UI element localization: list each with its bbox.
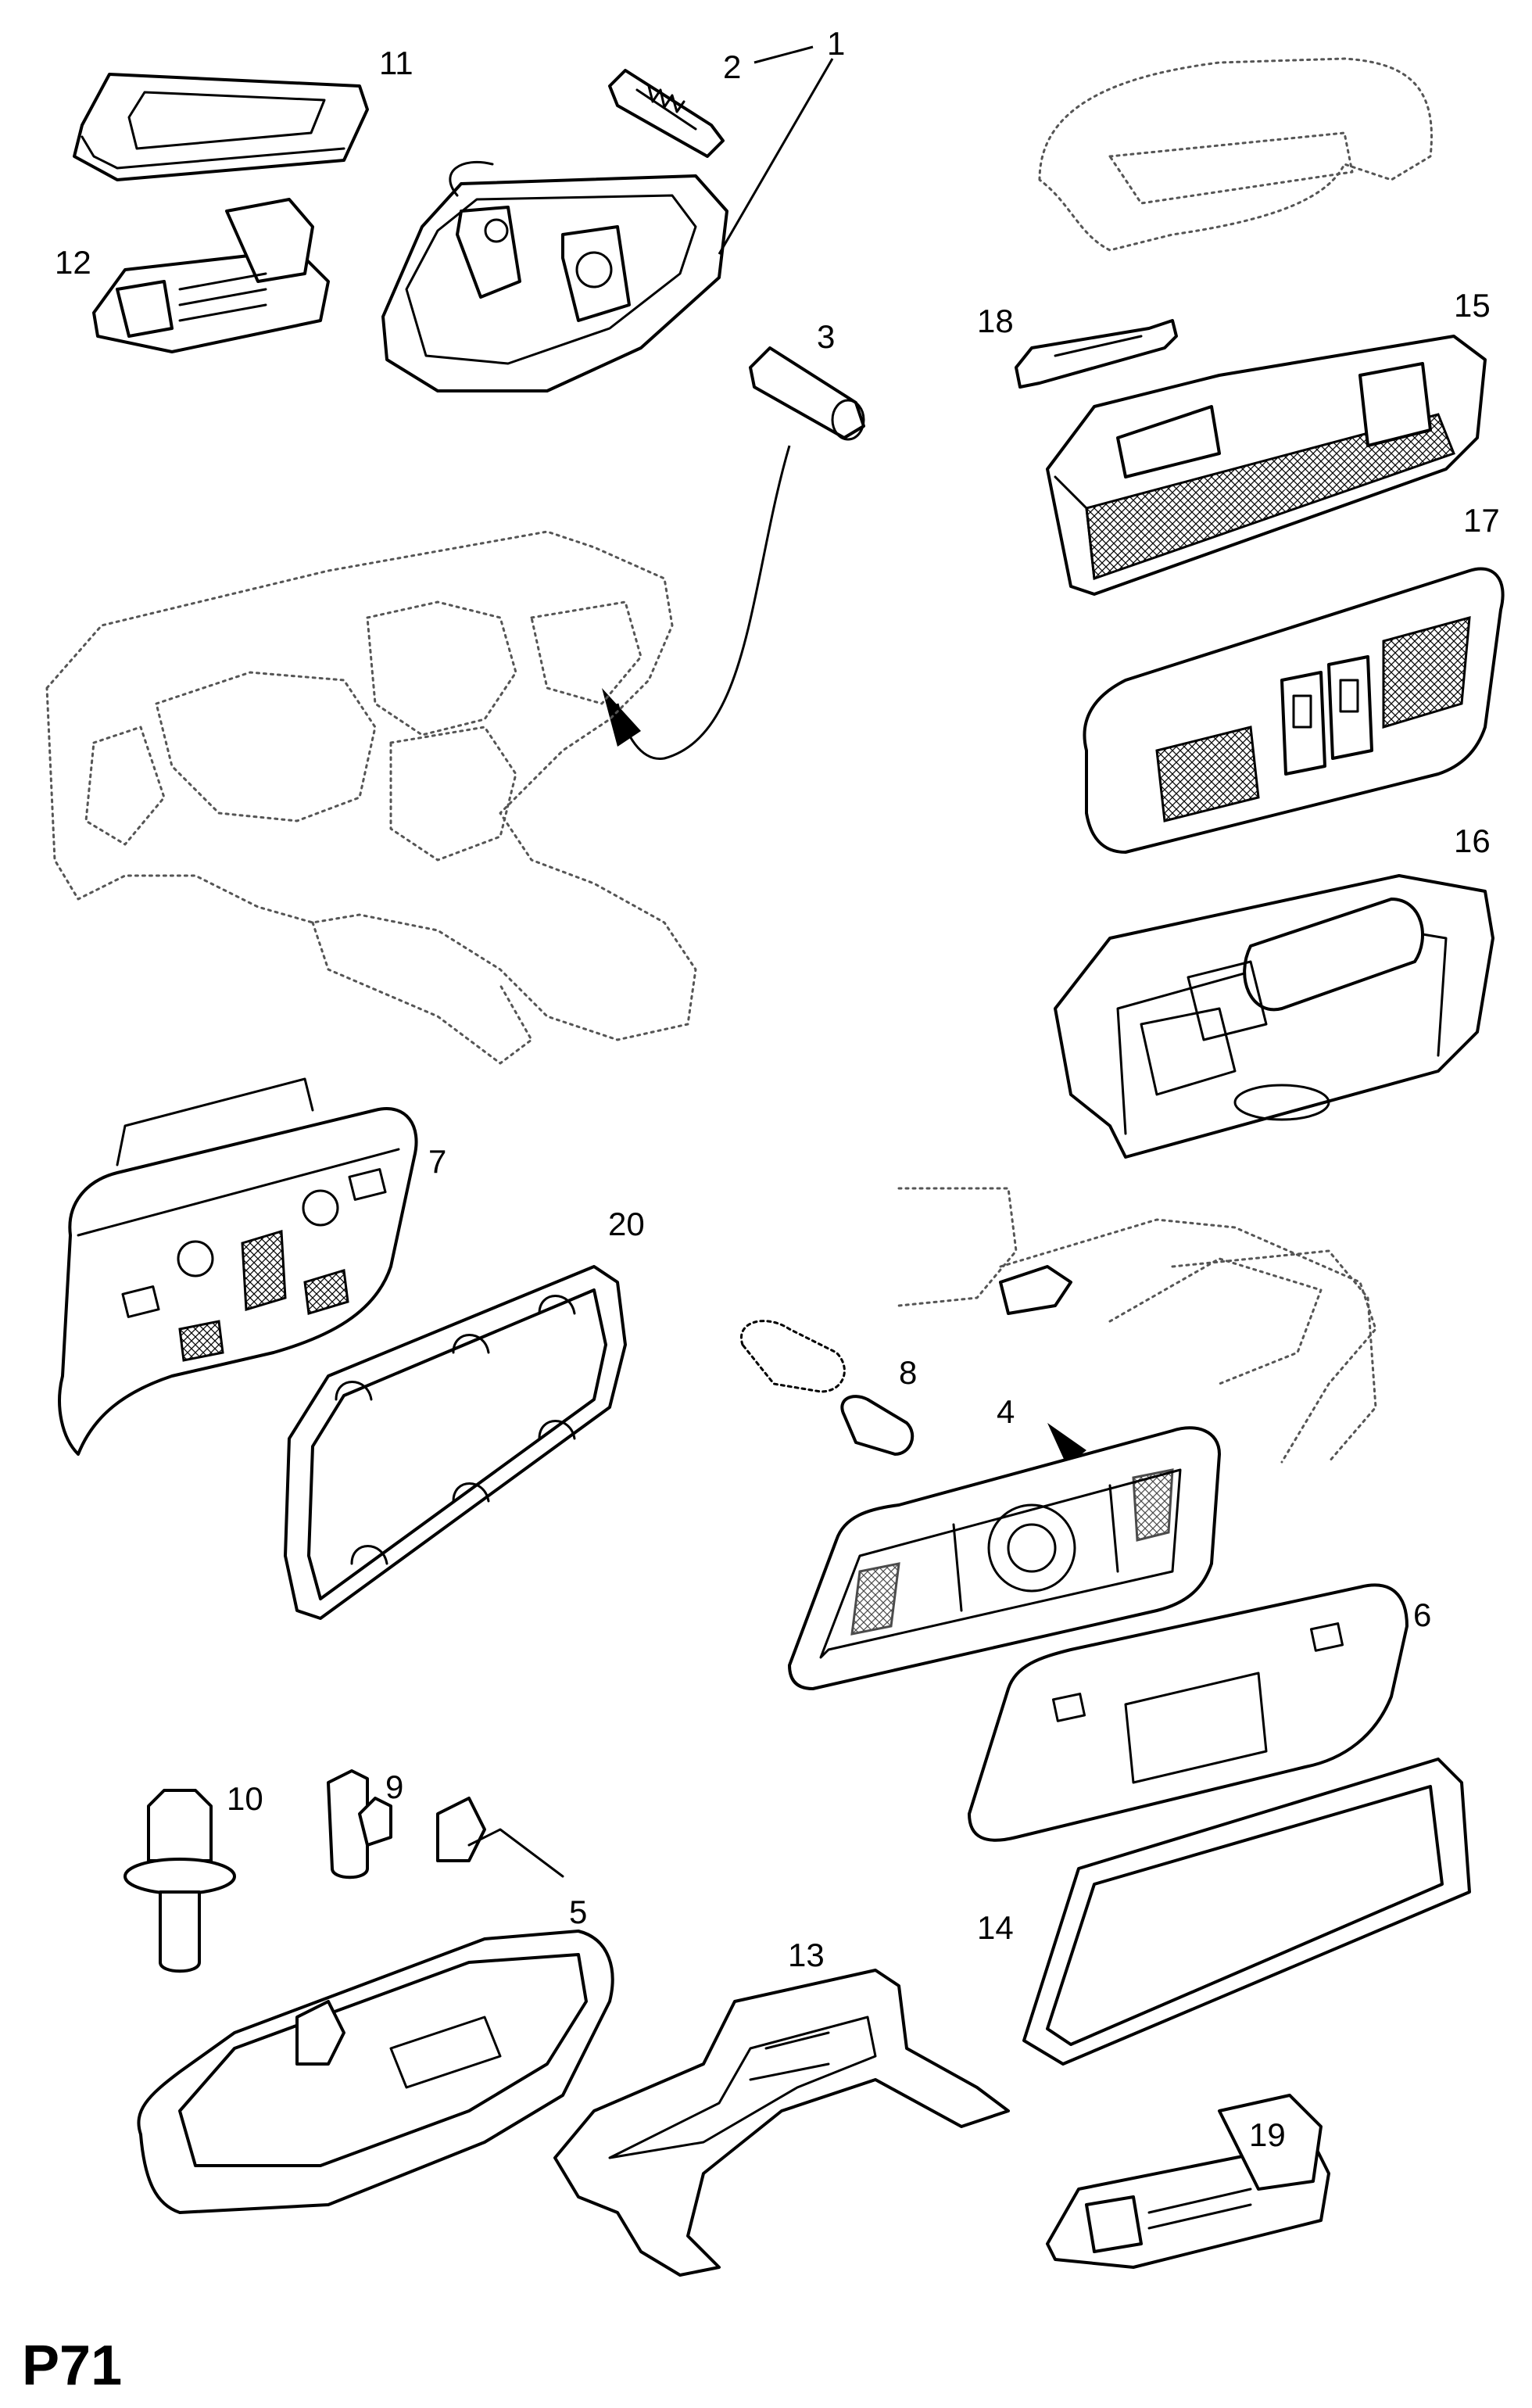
dashboard-ghost [45,530,697,1065]
handle-ghost [1038,57,1433,252]
callout-3: 3 [817,318,835,355]
callout-4: 4 [997,1393,1015,1430]
part-1-lamp-housing [381,160,728,392]
callout-16: 16 [1454,822,1491,859]
callout-11: 11 [379,45,413,81]
callout-12: 12 [55,244,91,281]
part-5-console [137,1797,614,2214]
callout-7: 7 [428,1143,446,1180]
callout-8: 8 [899,1354,917,1391]
callout-9: 9 [385,1768,403,1805]
part-18-festoon-bulb [1015,319,1178,389]
part-3-bulb [602,346,865,760]
callout-labels: 1 2 3 4 5 6 7 8 9 10 11 12 13 14 15 16 1… [55,25,1500,2153]
part-6-lamp-cover [968,1583,1409,1842]
callout-18: 18 [977,303,1014,339]
callout-14: 14 [977,1909,1014,1946]
callout-5: 5 [569,1894,587,1930]
part-13-bracket [553,1969,1010,2277]
callout-10: 10 [227,1780,263,1817]
callout-13: 13 [788,1937,825,1973]
callout-6: 6 [1413,1596,1431,1633]
part-10-switch [123,1789,236,1973]
part-20-gasket [284,1265,627,1620]
part-8-bulb [739,1320,915,1456]
part-7-console-lamp [58,1077,418,1456]
part-12-clip-holder [92,198,330,353]
part-11-frame [73,73,369,181]
part-19-clip-holder [1046,2094,1330,2269]
part-14-gasket [1022,1758,1471,2066]
part-4-lamp-lens [788,1426,1221,1690]
callout-2: 2 [723,48,741,85]
callout-15: 15 [1454,287,1491,324]
callout-17: 17 [1463,502,1500,539]
callout-1: 1 [827,25,845,62]
part-16-lamp-housing [1054,874,1494,1159]
page-code: P71 [22,2335,123,2397]
part-15-interior-lamp [1046,335,1487,596]
part-2-bulb [608,69,725,158]
callout-19: 19 [1249,2116,1286,2153]
leader-lines [718,45,834,255]
callout-20: 20 [608,1206,645,1242]
part-17-interior-lamp [1083,567,1505,854]
